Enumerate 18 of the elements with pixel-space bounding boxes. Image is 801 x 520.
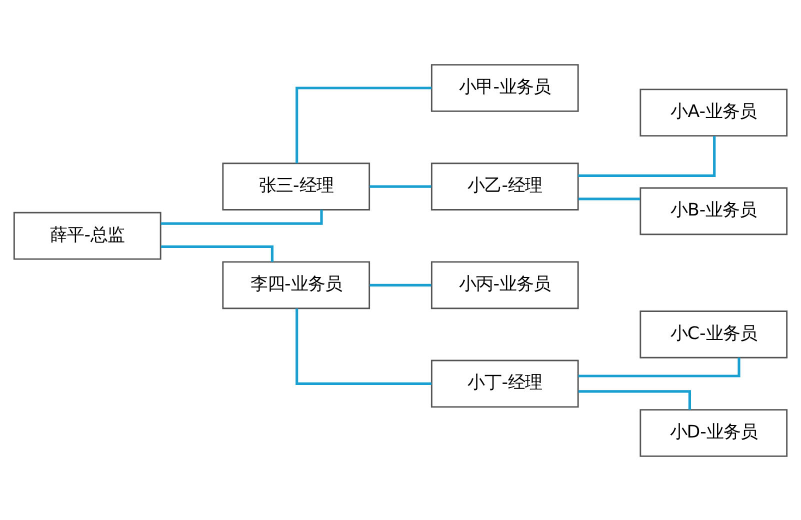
connector bbox=[296, 86, 432, 163]
connector bbox=[370, 184, 432, 188]
node-box: 小丁-经理 bbox=[430, 359, 579, 408]
node-box: 小丙-业务员 bbox=[430, 260, 579, 309]
connector bbox=[160, 209, 323, 224]
connector bbox=[296, 308, 432, 385]
node-box: 小B-业务员 bbox=[640, 186, 788, 235]
connector bbox=[370, 283, 432, 286]
node-box: 小A-业务员 bbox=[640, 88, 788, 136]
node-box: 李四-业务员 bbox=[222, 260, 370, 309]
connector bbox=[578, 197, 640, 200]
node-box: 小乙-经理 bbox=[430, 162, 579, 210]
node-box: 小C-业务员 bbox=[640, 310, 788, 358]
node-box: 小甲-业务员 bbox=[430, 64, 579, 112]
node-box: 薛平-总监 bbox=[13, 211, 162, 260]
node-box: 张三-经理 bbox=[222, 162, 370, 210]
node-box: 小D-业务员 bbox=[640, 408, 788, 456]
connector bbox=[578, 136, 716, 176]
